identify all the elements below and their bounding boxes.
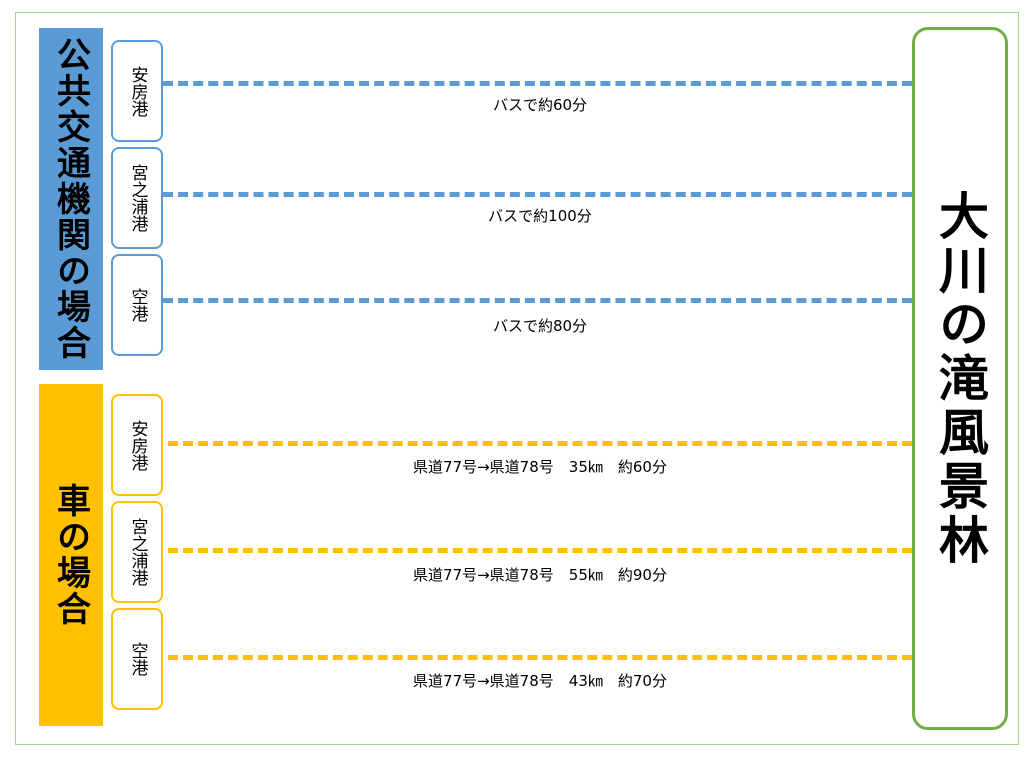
origin-name: 安房港	[127, 65, 148, 117]
public-transport-category: 公共交通機関の場合	[39, 28, 103, 370]
origin-box-public-2: 宮之浦港	[111, 147, 163, 249]
route-label-car-2: 県道77号→県道78号 55㎞ 約90分	[413, 566, 667, 584]
car-label: 車の場合	[50, 483, 91, 627]
car-category: 車の場合	[39, 384, 103, 726]
route-label-car-1: 県道77号→県道78号 35㎞ 約60分	[413, 458, 667, 476]
route-line-public-2	[163, 192, 912, 197]
destination-name: 大川の滝風景林	[931, 189, 989, 568]
route-line-car-1	[168, 441, 912, 446]
route-line-car-2	[168, 548, 912, 553]
origin-name: 宮之浦港	[127, 164, 148, 232]
origin-name: 空港	[127, 288, 148, 322]
public-transport-label: 公共交通機関の場合	[50, 37, 91, 361]
origin-name: 宮之浦港	[127, 518, 148, 586]
route-line-public-3	[163, 298, 912, 303]
origin-box-car-3: 空港	[111, 608, 163, 710]
origin-box-public-3: 空港	[111, 254, 163, 356]
route-line-public-1	[163, 81, 912, 86]
origin-name: 安房港	[127, 419, 148, 471]
origin-box-car-1: 安房港	[111, 394, 163, 496]
origin-name: 空港	[127, 642, 148, 676]
route-label-public-1: バスで約60分	[492, 96, 588, 114]
destination-box: 大川の滝風景林	[912, 27, 1008, 730]
origin-box-public-1: 安房港	[111, 40, 163, 142]
route-label-public-3: バスで約80分	[492, 317, 588, 335]
route-label-car-3: 県道77号→県道78号 43㎞ 約70分	[413, 672, 667, 690]
route-label-public-2: バスで約100分	[488, 207, 592, 225]
diagram-frame	[15, 12, 1019, 745]
route-line-car-3	[168, 655, 912, 660]
origin-box-car-2: 宮之浦港	[111, 501, 163, 603]
